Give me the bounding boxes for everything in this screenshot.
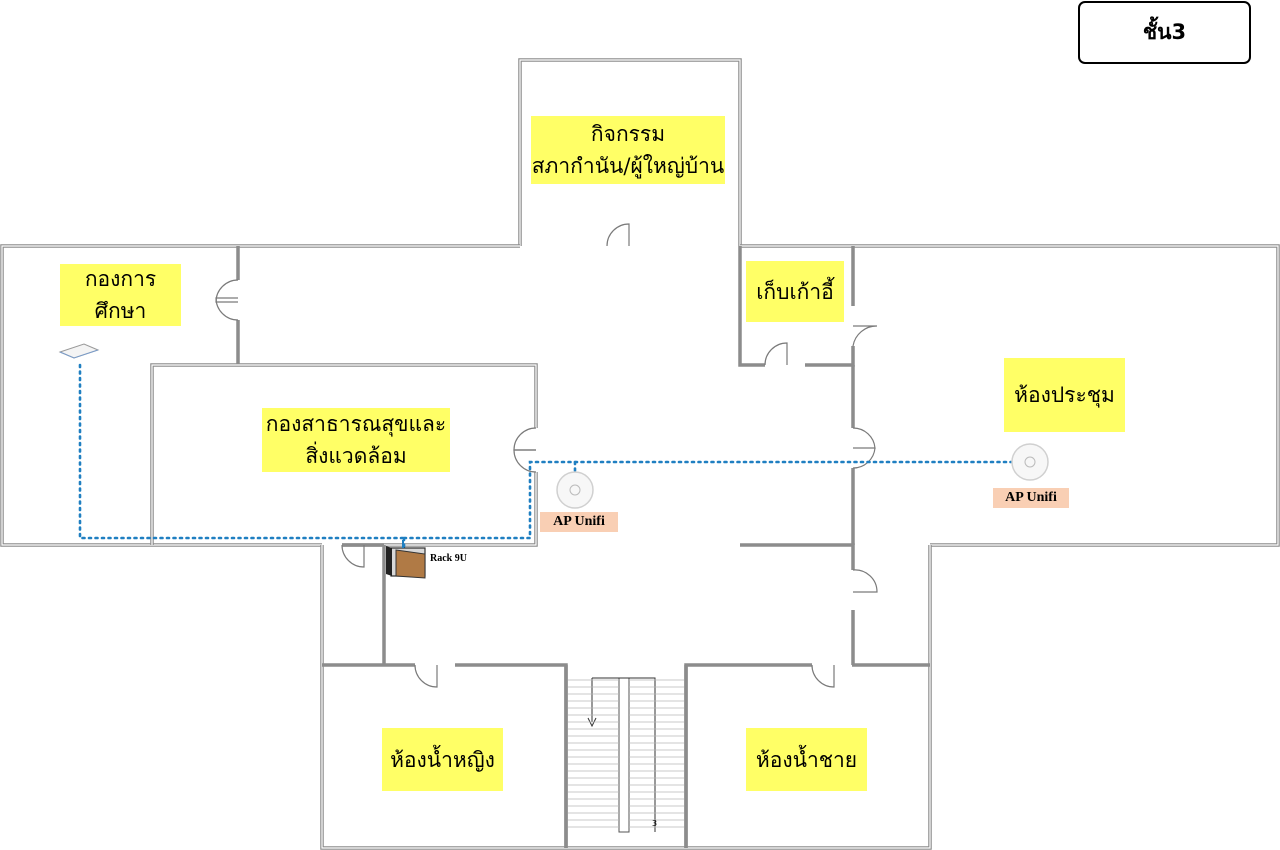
door-women: [414, 664, 438, 688]
door-meeting-top: [852, 325, 878, 347]
ap-education-icon: [58, 343, 100, 359]
cable-rack-to-corridor: [402, 460, 1014, 550]
doors: [215, 223, 878, 688]
room-label-activity-line1: กิจกรรม: [590, 122, 666, 146]
ap-center-icon: [556, 471, 594, 509]
stair-mark: 3: [652, 819, 658, 828]
room-label-public-health-line1: กองสาธารณสุขและ: [265, 412, 447, 436]
room-label-education-line1: กองการศึกษา: [84, 267, 157, 323]
door-education-top: [215, 279, 239, 303]
room-label-chair-storage: เก็บเก้าอี้: [746, 261, 844, 322]
room-label-men-restroom-line1: ห้องน้ำชาย: [755, 747, 858, 772]
door-meeting-mid-a: [852, 427, 876, 449]
ap-meeting-label: AP Unifi: [993, 488, 1069, 508]
door-health-bottom: [513, 449, 537, 473]
door-men: [811, 664, 835, 688]
ap-meeting-label-text: AP Unifi: [1005, 490, 1057, 505]
room-label-women-restroom: ห้องน้ำหญิง: [382, 728, 503, 791]
ap-meeting-icon: [1011, 443, 1049, 481]
room-label-public-health-line2: สิ่งแวดล้อม: [305, 444, 407, 468]
door-corridor: [852, 569, 878, 593]
room-label-chair-storage-line1: เก็บเก้าอี้: [756, 279, 834, 304]
door-health-top: [513, 427, 537, 451]
room-label-meeting: ห้องประชุม: [1004, 358, 1125, 432]
walls: [0, 58, 1280, 850]
door-education-bottom: [215, 297, 239, 321]
room-label-activity-line2: สภากำนัน/ผู้ใหญ่บ้าน: [531, 154, 725, 178]
ap-center-label: AP Unifi: [540, 512, 618, 532]
ap-center-label-text: AP Unifi: [553, 514, 605, 529]
door-rack: [341, 544, 365, 568]
floor-label: ชั้น3: [1078, 1, 1251, 64]
room-label-women-restroom-line1: ห้องน้ำหญิง: [390, 747, 495, 772]
door-storage: [764, 342, 788, 366]
cable-education: [78, 363, 406, 540]
room-label-public-health: กองสาธารณสุขและ สิ่งแวดล้อม: [262, 408, 450, 472]
floor-label-text: ชั้น3: [1142, 20, 1187, 44]
rack-label: Rack 9U: [430, 553, 467, 564]
room-label-education: กองการศึกษา: [60, 264, 181, 326]
door-activity: [606, 223, 630, 247]
room-label-men-restroom: ห้องน้ำชาย: [746, 728, 867, 791]
stairs: [568, 677, 684, 833]
door-meeting-mid-b: [852, 447, 876, 469]
room-label-activity: กิจกรรม สภากำนัน/ผู้ใหญ่บ้าน: [531, 116, 725, 184]
rack-9u: [386, 540, 426, 579]
room-label-meeting-line1: ห้องประชุม: [1014, 383, 1115, 407]
